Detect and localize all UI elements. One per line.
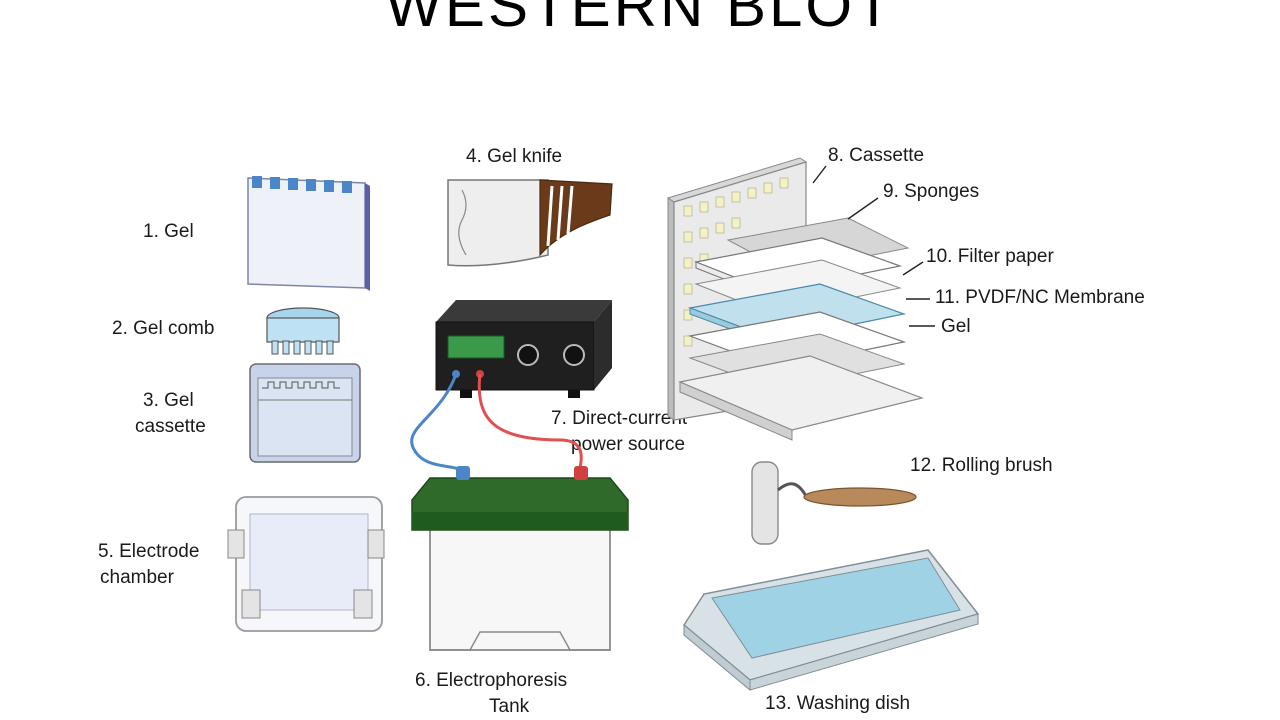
power-source-illustration [435, 300, 612, 398]
label-power-source-line1: 7. Direct-current [551, 408, 688, 429]
label-membrane: 11. PVDF/NC Membrane [935, 287, 1145, 308]
electrode-chamber-illustration [227, 496, 385, 632]
label-gel-comb: 2. Gel comb [112, 318, 214, 339]
label-gel-layer: Gel [941, 316, 971, 337]
washing-dish-illustration [683, 549, 980, 692]
gel-knife-illustration [447, 179, 613, 267]
gel-illustration [247, 176, 370, 291]
label-cassette: 8. Cassette [828, 145, 924, 166]
label-power-source-line2: power source [571, 434, 685, 455]
electrophoresis-tank-illustration [411, 466, 629, 651]
label-rolling-brush: 12. Rolling brush [910, 455, 1053, 476]
label-electrode-chamber-line2: chamber [100, 567, 175, 588]
label-tank-line2: Tank [489, 696, 530, 717]
transfer-cassette-illustration [666, 157, 925, 441]
positive-cable [477, 373, 583, 469]
label-washing-dish: 13. Washing dish [765, 693, 910, 714]
label-filter-paper: 10. Filter paper [926, 246, 1054, 267]
label-sponges: 9. Sponges [883, 181, 979, 202]
page-title: WESTERN BLOT [385, 0, 894, 39]
label-tank-line1: 6. Electrophoresis [415, 670, 567, 691]
label-electrode-chamber-line1: 5. Electrode [98, 541, 199, 562]
negative-cable [410, 373, 463, 472]
gel-cassette-illustration [249, 363, 361, 463]
label-gel-knife: 4. Gel knife [466, 146, 562, 167]
label-gel-cassette-line1: 3. Gel [143, 390, 194, 411]
label-gel: 1. Gel [143, 221, 194, 242]
label-gel-cassette-line2: cassette [135, 416, 206, 437]
rolling-brush-illustration [751, 461, 917, 545]
gel-comb-illustration [266, 307, 340, 355]
